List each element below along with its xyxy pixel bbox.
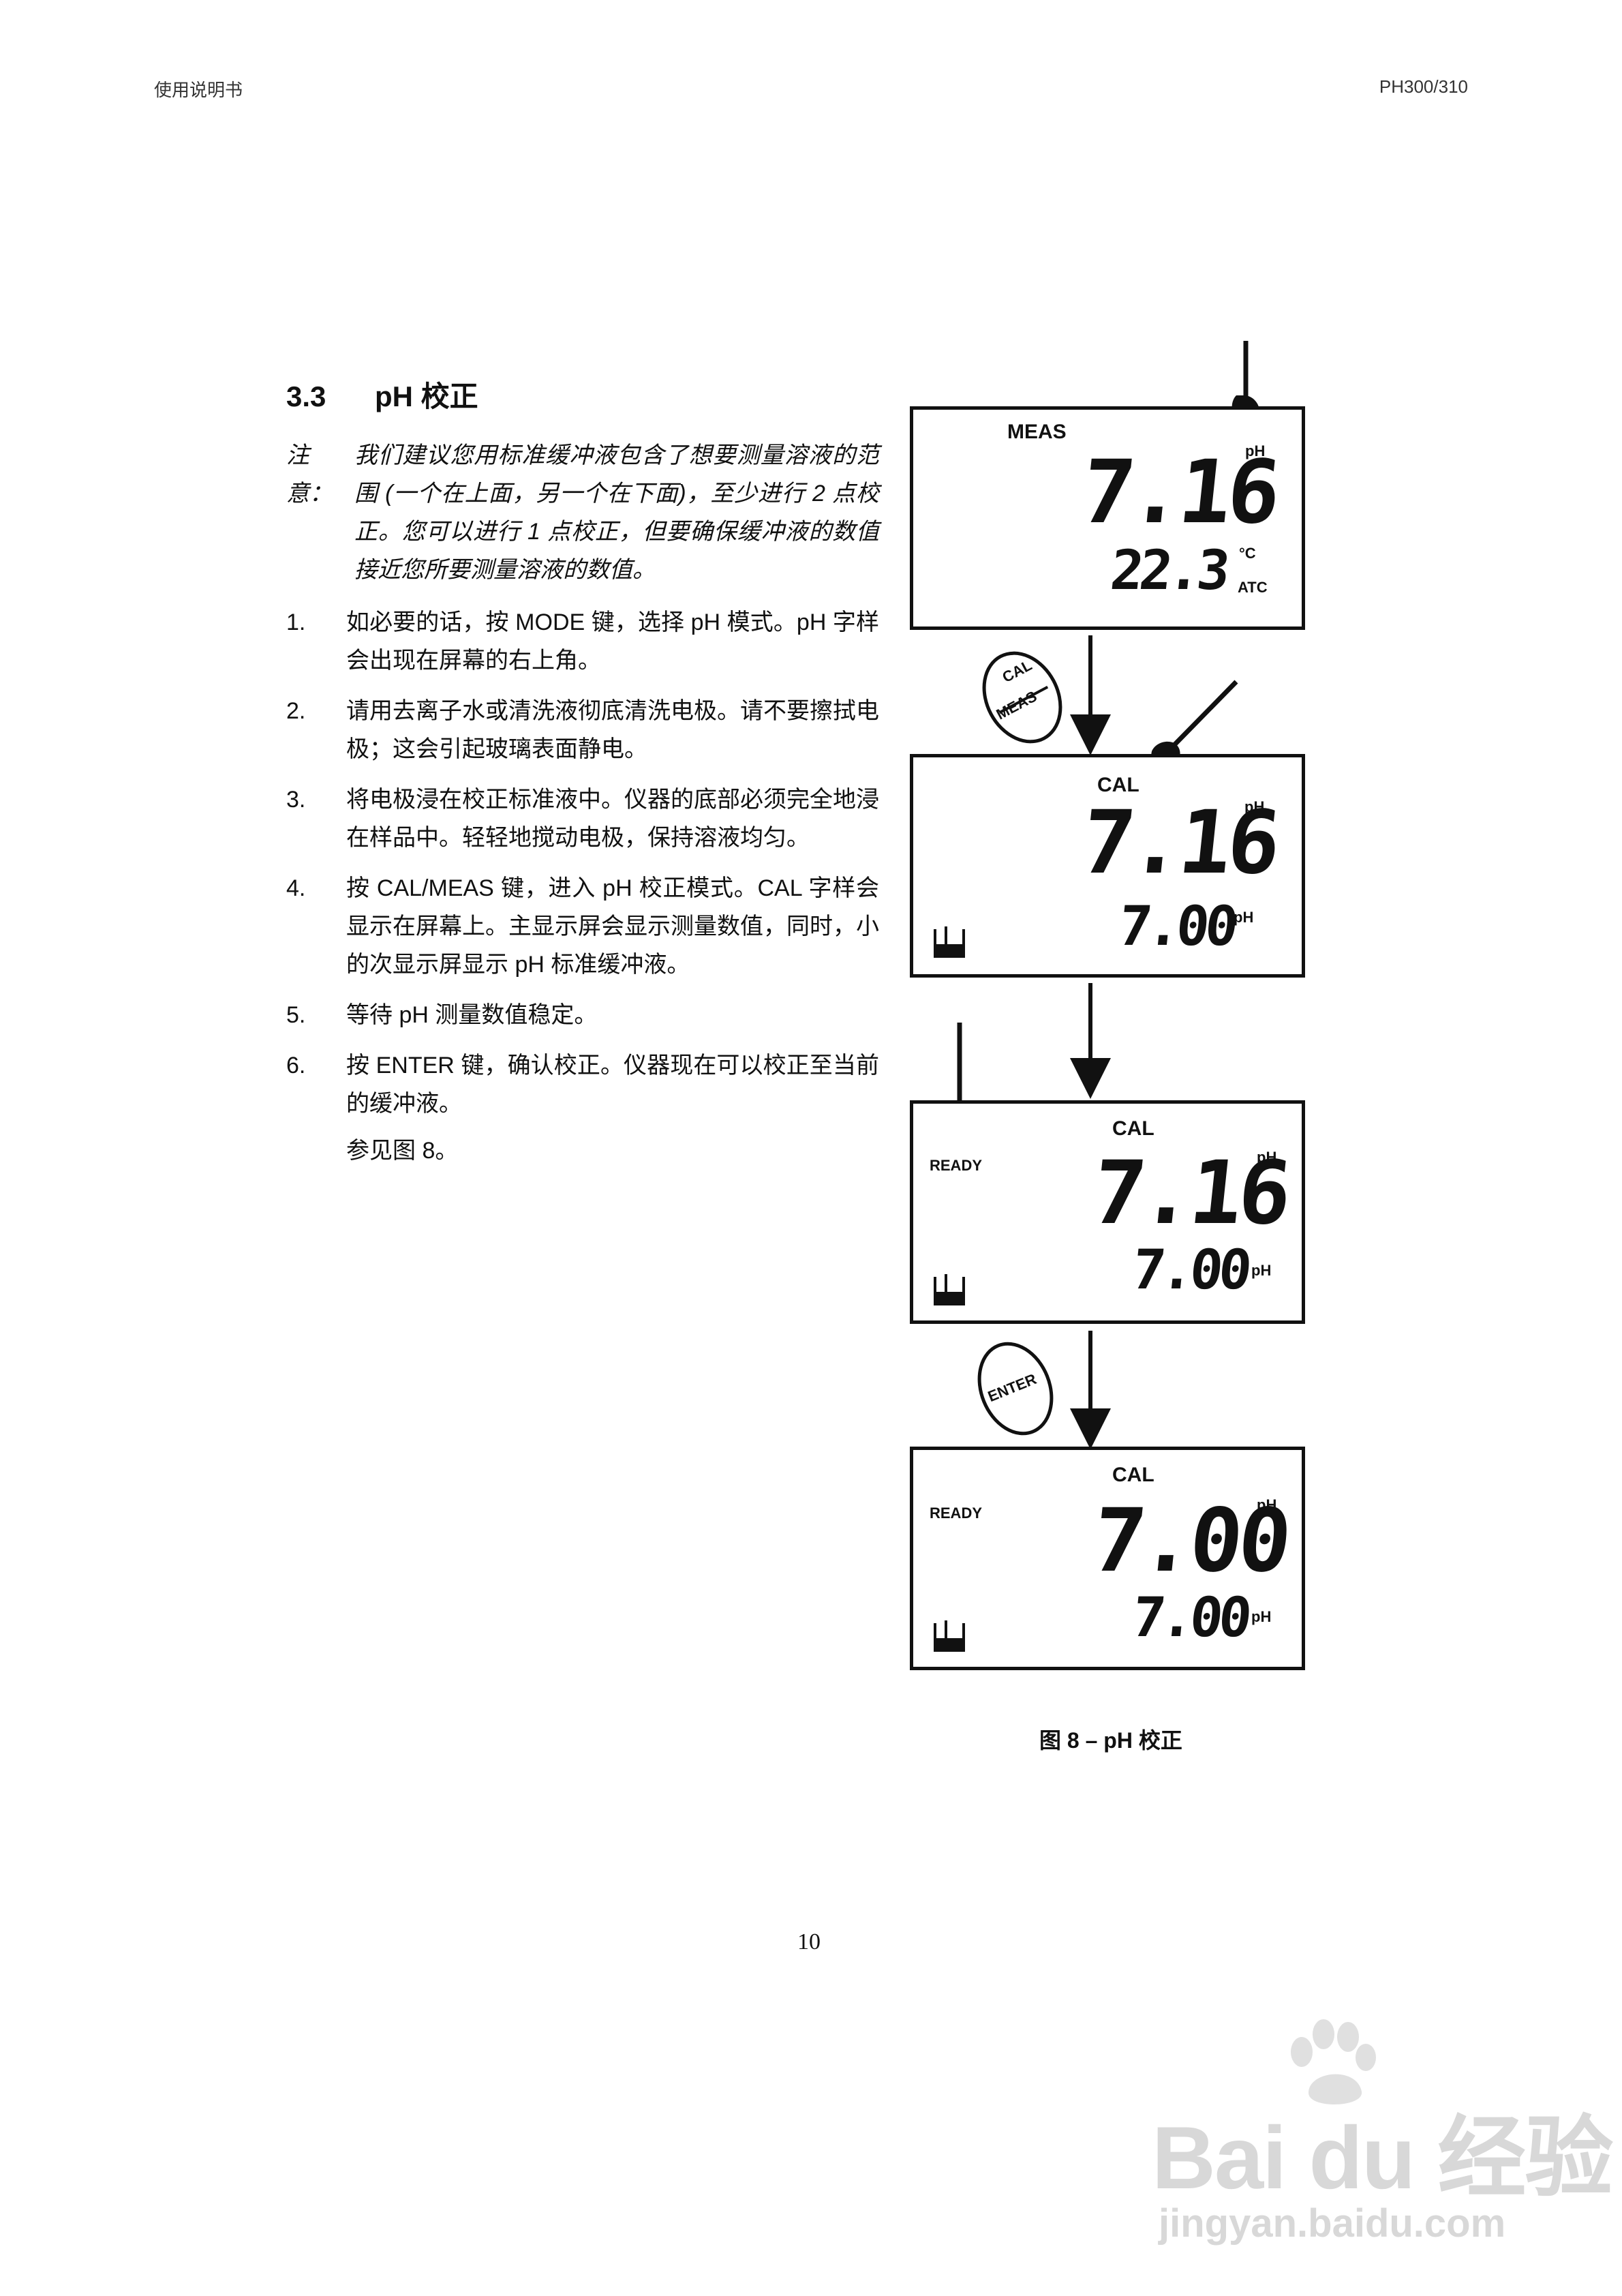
lcd-display-calibrated: CAL READY pH 7.00 7.00 pH (910, 1447, 1305, 1670)
ready-label: READY (930, 1157, 983, 1174)
step-number: 1. (286, 609, 306, 635)
lcd-display-cal: CAL pH 7.16 7.00 pH (910, 754, 1305, 978)
main-reading: 7.16 (1077, 792, 1282, 894)
unit-label: pH (1245, 442, 1266, 459)
buffer-unit: pH (1251, 1608, 1272, 1625)
mode-label: CAL (1097, 774, 1139, 796)
header-right: PH300/310 (1379, 76, 1468, 97)
unit-label: pH (1257, 1149, 1277, 1166)
enter-key-icon (977, 1342, 1054, 1436)
lcd-display-meas: MEAS pH 7.16 22.3 °C ATC (910, 406, 1305, 630)
beaker-icon (934, 926, 965, 958)
step-number: 5. (286, 1002, 306, 1028)
paw-logo-icon (1291, 2019, 1376, 2105)
step-text: 如必要的话，按 MODE 键，选择 pH 模式。pH 字样会出现在屏幕的右上角。 (346, 609, 879, 674)
main-reading: 7.16 (1077, 442, 1282, 543)
list-item: 2. 请用去离子水或清洗液彻底清洗电极。请不要擦拭电极；这会引起玻璃表面静电。 (286, 692, 879, 768)
main-reading: 7.16 (1088, 1143, 1293, 1244)
atc-label: ATC (1238, 579, 1268, 596)
step-text: 按 CAL/MEAS 键，进入 pH 校正模式。CAL 字样会显示在屏幕上。主显… (346, 875, 879, 978)
ready-label: READY (930, 1505, 983, 1522)
unit-label: pH (1257, 1496, 1277, 1513)
beaker-icon (934, 1274, 965, 1305)
beaker-icon (934, 1620, 965, 1652)
buffer-reading: 7.00 (1129, 1586, 1251, 1649)
mode-label: MEAS (1007, 421, 1067, 443)
temperature-reading: 22.3 (1107, 539, 1229, 602)
section-number: 3.3 (286, 380, 326, 412)
buffer-reading: 7.00 (1116, 894, 1238, 958)
page-number: 10 (797, 1929, 821, 1954)
step-text: 请用去离子水或清洗液彻底清洗电极。请不要擦拭电极；这会引起玻璃表面静电。 (346, 698, 879, 762)
temperature-unit: °C (1239, 545, 1256, 562)
step-number: 6. (286, 1053, 306, 1078)
buffer-unit: pH (1234, 909, 1254, 926)
main-reading: 7.00 (1088, 1490, 1293, 1592)
step-text: 按 ENTER 键，确认校正。仪器现在可以校正至当前的缓冲液。 (346, 1053, 879, 1117)
list-item: 6. 按 ENTER 键，确认校正。仪器现在可以校正至当前的缓冲液。 (286, 1046, 879, 1123)
step-number: 4. (286, 875, 306, 901)
header-left: 使用说明书 (154, 80, 243, 100)
unit-label: pH (1244, 798, 1265, 815)
note-text: 我们建议您用标准缓冲液包含了想要测量溶液的范围 (一个在上面，另一个在下面)，至… (354, 442, 879, 583)
mode-label: CAL (1112, 1117, 1154, 1140)
cal-meas-key-icon (982, 651, 1062, 744)
step-text: 将电极浸在校正标准液中。仪器的底部必须完全地浸在样品中。轻轻地搅动电极，保持溶液… (346, 787, 879, 851)
see-figure-reference: 参见图 8。 (346, 1138, 459, 1164)
step-number: 2. (286, 698, 306, 724)
step-text: 等待 pH 测量数值稳定。 (346, 1002, 598, 1028)
list-item: 3. 将电极浸在校正标准液中。仪器的底部必须完全地浸在样品中。轻轻地搅动电极，保持… (286, 781, 879, 857)
figure-caption: 图 8 – pH 校正 (1039, 1728, 1182, 1753)
note-paragraph: 注意： 我们建议您用标准缓冲液包含了想要测量溶液的范围 (一个在上面，另一个在下… (286, 436, 879, 589)
note-label: 注意： (286, 442, 333, 507)
step-number: 3. (286, 787, 306, 813)
lcd-display-cal-ready: CAL READY pH 7.16 7.00 pH (910, 1100, 1305, 1324)
step-list: 1. 如必要的话，按 MODE 键，选择 pH 模式。pH 字样会出现在屏幕的右上… (286, 603, 879, 1135)
section-heading: 3.3 pH 校正 (286, 374, 478, 415)
list-item: 1. 如必要的话，按 MODE 键，选择 pH 模式。pH 字样会出现在屏幕的右上… (286, 603, 879, 680)
list-item: 5. 等待 pH 测量数值稳定。 (286, 996, 879, 1034)
buffer-reading: 7.00 (1129, 1238, 1251, 1301)
list-item: 4. 按 CAL/MEAS 键，进入 pH 校正模式。CAL 字样会显示在屏幕上。… (286, 869, 879, 984)
mode-label: CAL (1112, 1464, 1154, 1486)
section-title: pH 校正 (375, 380, 478, 412)
watermark-url: jingyan.baidu.com (1159, 2201, 1506, 2246)
buffer-unit: pH (1251, 1262, 1272, 1279)
watermark-logo: Bai du 经验 (1152, 2108, 1613, 2207)
